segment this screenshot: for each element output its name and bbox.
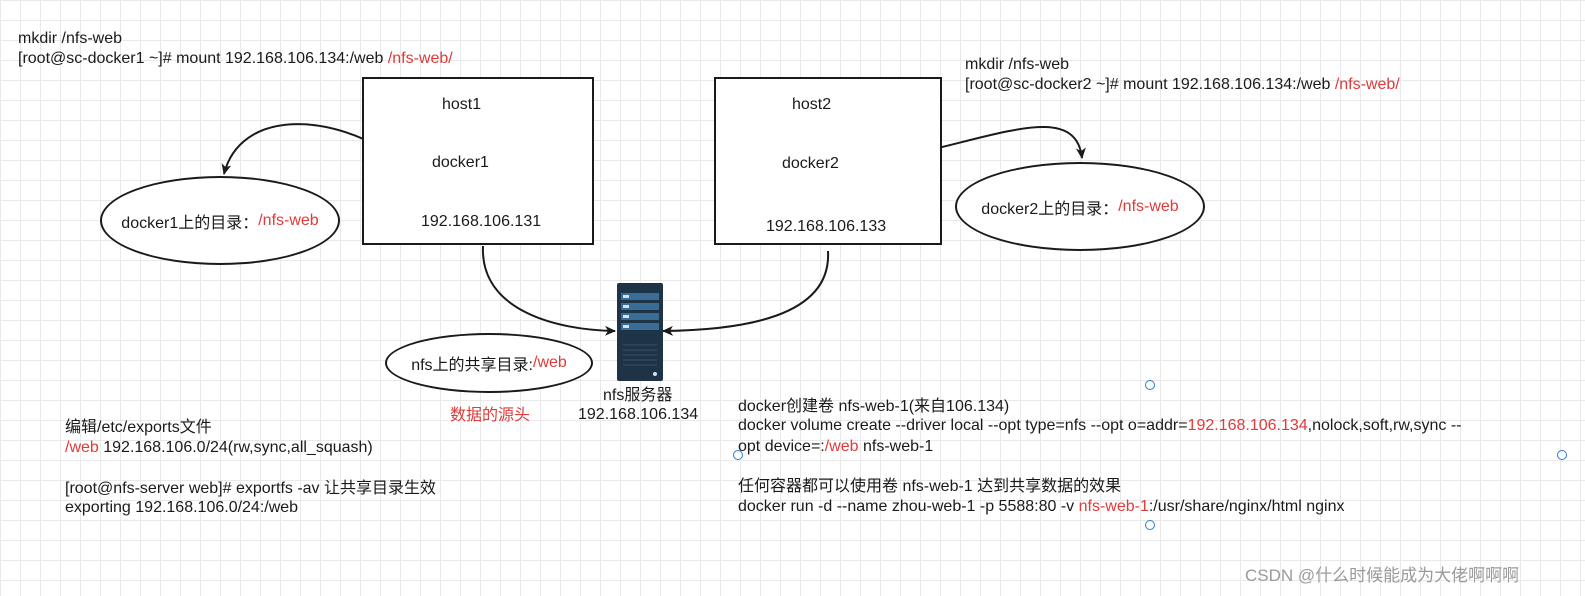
docker2-dir-ellipse: docker2上的目录：/nfs-web bbox=[955, 162, 1205, 251]
docker-run-suffix: :/usr/share/nginx/html nginx bbox=[1148, 498, 1345, 515]
host1-mount-target: /nfs-web/ bbox=[387, 50, 453, 67]
volume-note-line2: docker volume create --driver local --op… bbox=[738, 415, 1462, 436]
exports-path: /web bbox=[65, 439, 99, 456]
volume-device-suffix: nfs-web-1 bbox=[858, 438, 934, 455]
volume-create-suffix: ,nolock,soft,rw,sync -- bbox=[1307, 417, 1462, 434]
volume-device-prefix: opt device=: bbox=[738, 438, 825, 455]
volume-create-prefix: docker volume create --driver local --op… bbox=[738, 417, 1188, 434]
volume-device-path: /web bbox=[824, 438, 859, 455]
docker-run-volume: nfs-web-1 bbox=[1078, 498, 1149, 515]
resize-handle-bottom[interactable] bbox=[1145, 520, 1155, 530]
docker1-dir-path: /nfs-web bbox=[258, 211, 319, 229]
docker1-dir-ellipse: docker1上的目录：/nfs-web bbox=[100, 176, 340, 265]
nfs-server-ip: 192.168.106.134 bbox=[578, 406, 699, 423]
host1-box: host1 docker1 192.168.106.131 bbox=[362, 77, 594, 245]
nfs-share-label: nfs上的共享目录: bbox=[411, 357, 533, 374]
host1-mount-command: [root@sc-docker1 ~]# mount 192.168.106.1… bbox=[18, 48, 453, 69]
nfs-server-name: nfs服务器 bbox=[603, 387, 673, 404]
host2-mkdir-text: mkdir /nfs-web bbox=[965, 56, 1070, 73]
host2-title: host2 bbox=[792, 96, 832, 113]
csdn-watermark: CSDN @什么时候能成为大佬啊啊啊 bbox=[1245, 566, 1520, 585]
server-icon bbox=[617, 283, 663, 381]
data-source-note: 数据的源头 bbox=[450, 407, 531, 424]
volume-create-ip: 192.168.106.134 bbox=[1187, 417, 1308, 434]
docker2-dir-label: docker2上的目录： bbox=[981, 200, 1119, 218]
host1-to-nfs-arrow bbox=[481, 245, 616, 336]
resize-handle-right[interactable] bbox=[1557, 450, 1567, 460]
host2-box: host2 docker2 192.168.106.133 bbox=[714, 77, 942, 245]
volume-note-line4: 任何容器都可以使用卷 nfs-web-1 达到共享数据的效果 bbox=[738, 478, 1122, 495]
host1-ip: 192.168.106.131 bbox=[421, 213, 542, 230]
resize-handle-top[interactable] bbox=[1145, 380, 1155, 390]
docker2-dir-path: /nfs-web bbox=[1118, 197, 1179, 215]
docker-run-prefix: docker run -d --name zhou-web-1 -p 5588:… bbox=[738, 498, 1079, 515]
nfs-share-path: /web bbox=[533, 354, 567, 371]
host1-title: host1 bbox=[442, 96, 482, 113]
exports-note-line4: exporting 192.168.106.0/24:/web bbox=[65, 499, 299, 516]
resize-handle-left[interactable] bbox=[733, 450, 743, 460]
host2-mount-prefix: [root@sc-docker2 ~]# mount 192.168.106.1… bbox=[965, 76, 1335, 93]
host1-mkdir-text: mkdir /nfs-web bbox=[18, 30, 123, 47]
exports-note-line1: 编辑/etc/exports文件 bbox=[65, 419, 212, 436]
host2-mount-target: /nfs-web/ bbox=[1334, 76, 1400, 93]
host2-to-nfs-arrow bbox=[662, 250, 830, 336]
volume-note-line3: opt device=:/web nfs-web-1 bbox=[738, 436, 933, 457]
exports-note-line3: [root@nfs-server web]# exportfs -av 让共享目… bbox=[65, 480, 437, 497]
exports-rule: 192.168.106.0/24(rw,sync,all_squash) bbox=[98, 439, 373, 456]
volume-note-line1: docker创建卷 nfs-web-1(来自106.134) bbox=[738, 398, 1010, 415]
host2-mount-command: [root@sc-docker2 ~]# mount 192.168.106.1… bbox=[965, 74, 1400, 95]
docker2-label: docker2 bbox=[782, 155, 839, 172]
host1-mount-prefix: [root@sc-docker1 ~]# mount 192.168.106.1… bbox=[18, 50, 388, 67]
docker1-dir-label: docker1上的目录： bbox=[121, 214, 259, 232]
host2-ip: 192.168.106.133 bbox=[766, 218, 887, 235]
volume-note-line5: docker run -d --name zhou-web-1 -p 5588:… bbox=[738, 496, 1345, 517]
docker1-label: docker1 bbox=[432, 154, 489, 171]
nfs-share-ellipse: nfs上的共享目录:/web bbox=[385, 333, 593, 393]
exports-note-line2: /web 192.168.106.0/24(rw,sync,all_squash… bbox=[65, 437, 373, 458]
